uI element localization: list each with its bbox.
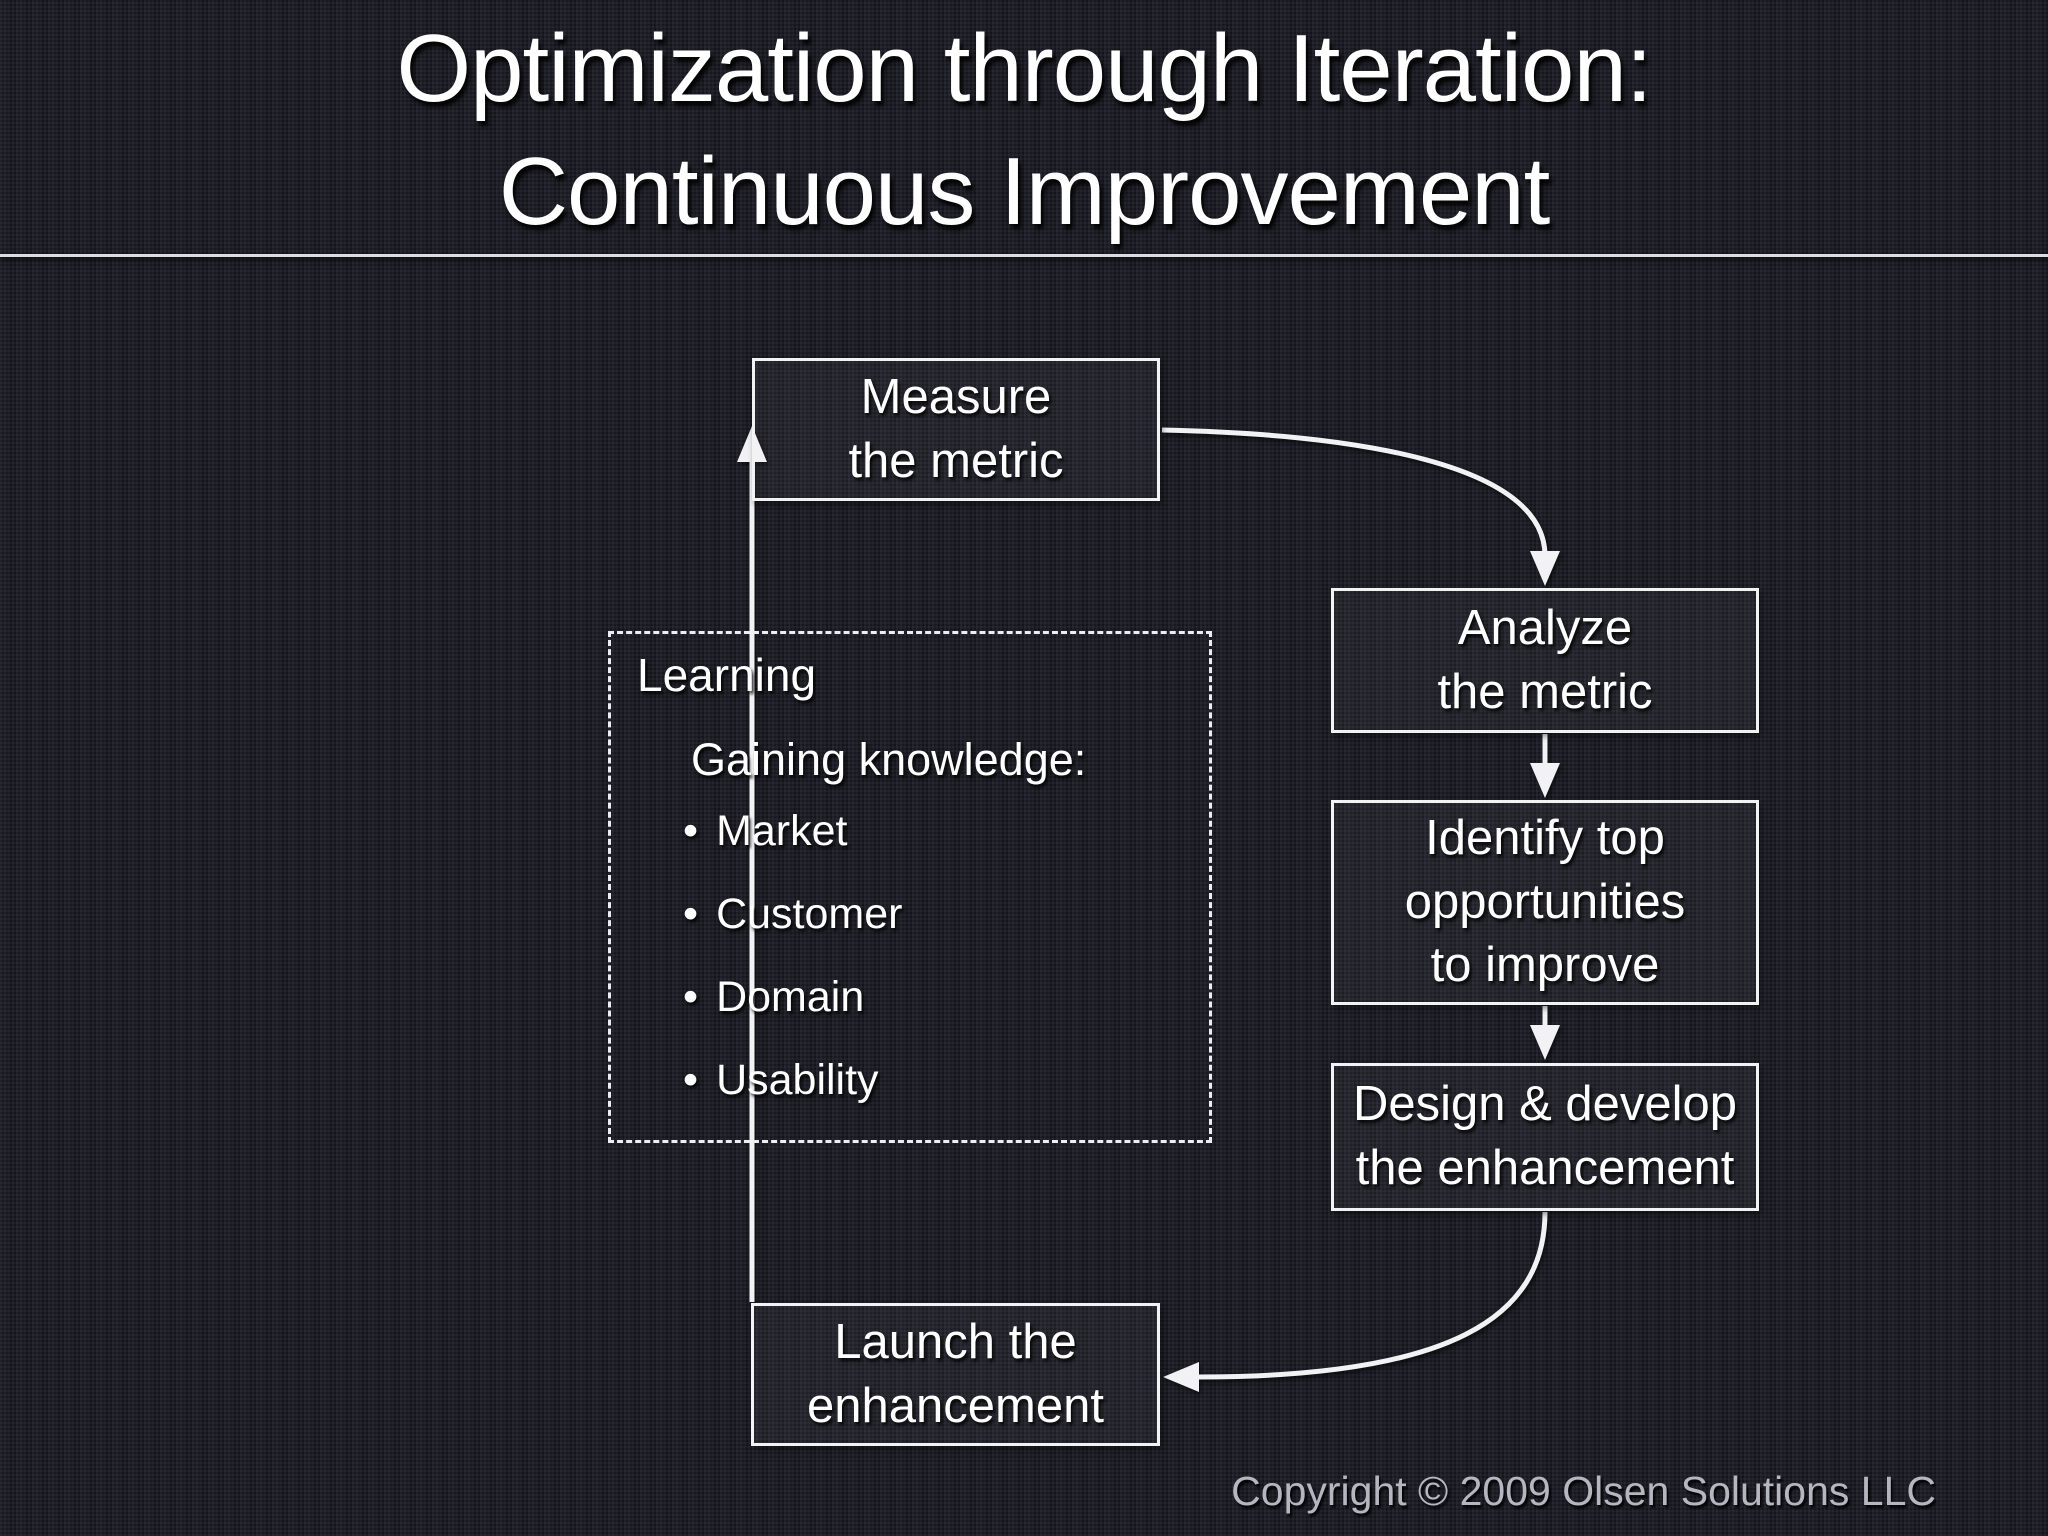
flow-box-analyze-line2: the metric: [1437, 664, 1653, 719]
flow-box-measure: Measure the metric: [752, 358, 1160, 501]
flow-box-measure-line1: Measure: [860, 369, 1052, 424]
flow-box-design-line2: the enhancement: [1355, 1141, 1735, 1195]
learning-bullet-usability: Usability: [683, 1059, 902, 1102]
flow-box-launch-line2: enhancement: [807, 1378, 1104, 1433]
copyright-notice: Copyright © 2009 Olsen Solutions LLC: [1231, 1468, 1936, 1514]
slide-title: Optimization through Iteration: Continuo…: [0, 8, 2048, 254]
arrowhead-down: [1530, 1025, 1560, 1060]
arrowhead-down: [1530, 551, 1560, 586]
title-divider-line: [0, 254, 2048, 257]
arrowhead-down: [1530, 763, 1560, 798]
flow-box-identify-line2: opportunities: [1404, 874, 1686, 929]
flow-box-identify-line1: Identify top: [1425, 810, 1665, 865]
flow-box-identify: Identify top opportunities to improve: [1331, 800, 1759, 1005]
flow-box-analyze-line1: Analyze: [1457, 600, 1633, 655]
learning-panel-title: Learning: [637, 649, 817, 701]
connector-design-to-launch: [1197, 1211, 1548, 1380]
flow-box-identify-line3: to improve: [1430, 938, 1660, 993]
learning-bullet-list: Market Customer Domain Usability: [683, 810, 902, 1142]
flow-box-launch: Launch the enhancement: [751, 1303, 1160, 1446]
flow-box-design: Design & develop the enhancement: [1331, 1063, 1759, 1211]
learning-panel: Learning Gaining knowledge: Market Custo…: [608, 631, 1212, 1143]
learning-bullet-market: Market: [683, 810, 902, 853]
flow-box-measure-line2: the metric: [848, 433, 1064, 488]
learning-bullet-customer: Customer: [683, 893, 902, 936]
connector-measure-to-analyze: [1161, 427, 1548, 557]
flow-box-analyze: Analyze the metric: [1331, 588, 1759, 733]
learning-bullet-domain: Domain: [683, 976, 902, 1019]
learning-panel-subtitle: Gaining knowledge:: [691, 734, 1087, 785]
slide-title-line1: Optimization through Iteration:: [396, 15, 1652, 122]
flow-box-launch-line1: Launch the: [834, 1314, 1077, 1369]
flow-box-design-line1: Design & develop: [1352, 1077, 1738, 1132]
arrowhead-left: [1163, 1362, 1199, 1392]
slide-title-line2: Continuous Improvement: [498, 137, 1551, 245]
